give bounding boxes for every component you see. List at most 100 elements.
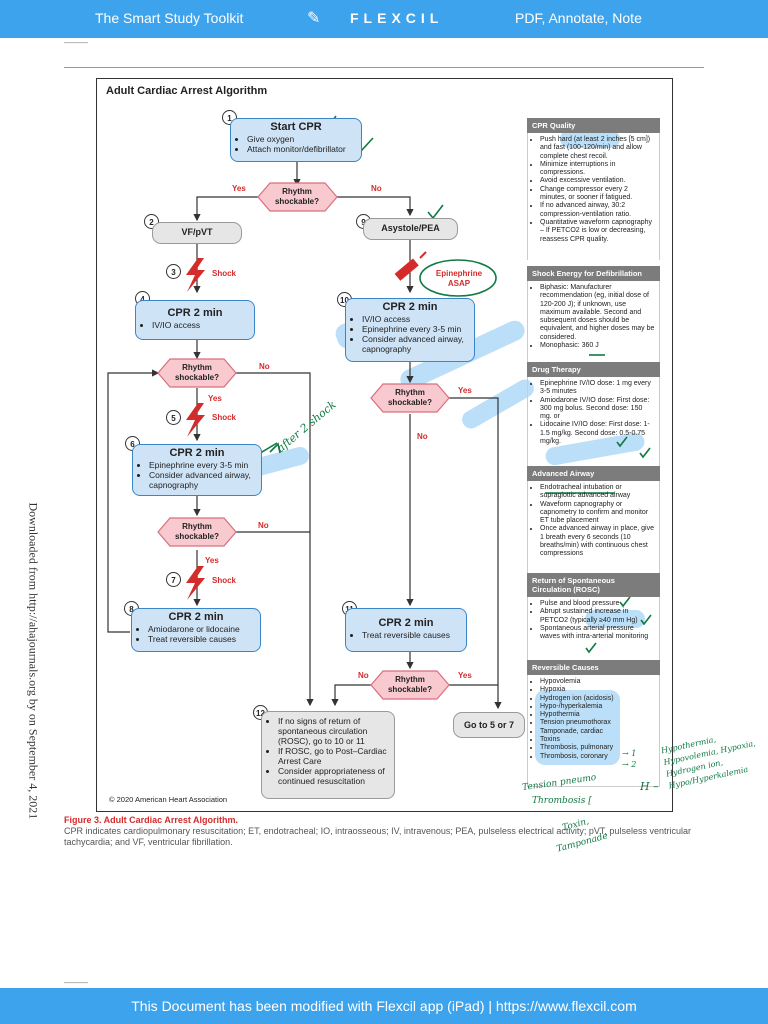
panel-rosc: Return of Spontaneous Circulation (ROSC)… — [527, 573, 660, 663]
panel-item: Amiodarone IV/IO dose: First dose: 300 m… — [540, 397, 655, 422]
shock-label: Shock — [212, 576, 237, 585]
go-to-box: Go to 5 or 7 — [453, 712, 525, 738]
panel-item: Lidocaine IV/IO dose: First dose: 1-1.5 … — [540, 421, 655, 446]
cpr-box: CPR 2 min Epinephrine every 3-5 min Cons… — [132, 444, 262, 496]
cut-header-line: ——— — [64, 38, 88, 47]
figure-caption: Figure 3. Adult Cardiac Arrest Algorithm… — [64, 815, 714, 848]
panel-advanced-airway: Advanced Airway Endotracheal intubation … — [527, 466, 660, 579]
highlight-stroke — [585, 610, 645, 628]
cpr-box: CPR 2 min IV/IO access Epinephrine every… — [345, 298, 475, 362]
panel-title: Drug Therapy — [527, 362, 660, 377]
step-item: Give oxygen — [247, 134, 355, 144]
no-label: No — [371, 184, 382, 193]
header-rule — [64, 67, 704, 68]
decision-text: Rhythm shockable? — [387, 675, 432, 694]
step-item: Amiodarone or lidocaine — [148, 624, 254, 634]
panel-title: Reversible Causes — [527, 660, 660, 675]
flexcil-logo-text: FLEXCIL — [350, 10, 444, 26]
panel-item: Hypo-/hyperkalemia — [540, 703, 655, 711]
step-title: CPR 2 min — [167, 307, 223, 319]
checkmark-icon — [640, 614, 652, 626]
banner-features: PDF, Annotate, Note — [515, 10, 642, 26]
no-label: No — [358, 671, 369, 680]
step-number: 7 — [166, 572, 181, 587]
cut-footer-line: ——— — [64, 978, 88, 987]
panel-item: Hydrogen ion (acidosis) — [540, 695, 655, 703]
checkmark-icon — [616, 436, 628, 448]
yes-label: Yes — [458, 671, 472, 680]
yes-label: Yes — [205, 556, 219, 565]
panel-title: Return of Spontaneous Circulation (ROSC) — [527, 573, 660, 597]
vf-pvt-box: VF/pVT — [152, 222, 242, 244]
panel-item: Minimize interruptions in compressions. — [540, 161, 655, 178]
panel-item: Toxins — [540, 736, 655, 744]
step-title: CPR 2 min — [382, 301, 438, 313]
step-item: If no signs of return of spontaneous cir… — [278, 716, 388, 746]
step-item: If ROSC, go to Post–Cardiac Arrest Care — [278, 746, 388, 766]
panel-item: Hypothermia — [540, 711, 655, 719]
decision-text: Rhythm shockable? — [174, 522, 219, 541]
step-item: Consider appropriateness of continued re… — [278, 766, 388, 786]
panel-item: Quantitative waveform capnography – If P… — [540, 219, 655, 244]
start-cpr-box: Start CPR Give oxygen Attach monitor/def… — [230, 118, 362, 162]
epinephrine-circle — [419, 259, 497, 297]
step-item: Attach monitor/defibrillator — [247, 144, 355, 154]
panel-item: Abrupt sustained increase in PETCO2 (typ… — [540, 608, 655, 625]
checkmark-icon — [639, 447, 651, 459]
decision-text: Rhythm shockable? — [387, 388, 432, 407]
algorithm-title: Adult Cardiac Arrest Algorithm — [106, 85, 268, 97]
panel-item: Waveform capnography or capnometry to co… — [540, 501, 655, 526]
lightning-bolt-icon — [186, 258, 205, 292]
panel-title: Advanced Airway — [527, 466, 660, 481]
handwritten-note: H – — [640, 780, 659, 793]
step-title: Start CPR — [270, 121, 322, 133]
panel-cpr-quality: CPR Quality Push hard (at least 2 inches… — [527, 118, 660, 260]
panel-item: Change compressor every 2 minutes, or so… — [540, 186, 655, 203]
panel-item: Push hard (at least 2 inches [5 cm]) and… — [540, 136, 655, 161]
step-number: 5 — [166, 410, 181, 425]
caption-text: CPR indicates cardiopulmonary resuscitat… — [64, 826, 691, 847]
no-label: No — [258, 521, 269, 530]
step-title: CPR 2 min — [168, 611, 224, 623]
step-item: Epinephrine every 3-5 min — [149, 460, 255, 470]
decision-diamond — [257, 182, 338, 212]
lightning-bolt-icon — [186, 403, 205, 437]
decision-diamond — [157, 517, 237, 547]
syringe-icon — [394, 251, 427, 281]
step-item: IV/IO access — [152, 320, 248, 330]
cpr-box: CPR 2 min IV/IO access — [135, 300, 255, 340]
panel-item: Endotracheal intubation or supraglottic … — [540, 484, 655, 501]
highlight-stroke — [535, 690, 620, 765]
panel-item: If no advanced airway, 30:2 compression-… — [540, 202, 655, 219]
panel-reversible-causes: Reversible Causes Hypovolemia Hypoxia Hy… — [527, 660, 660, 787]
panel-title: Shock Energy for Defibrillation — [527, 266, 660, 281]
flexcil-top-banner: The Smart Study Toolkit ✎ FLEXCIL PDF, A… — [0, 0, 768, 38]
shock-label: Shock — [212, 413, 237, 422]
step-item: Epinephrine every 3-5 min — [362, 324, 468, 334]
checkmark-icon — [427, 204, 444, 220]
panel-item: Thrombosis, coronary — [540, 753, 655, 761]
panel-item: Monophasic: 360 J — [540, 342, 655, 350]
step-item: Treat reversible causes — [362, 630, 460, 640]
cpr-box: CPR 2 min Treat reversible causes — [345, 608, 467, 652]
step-number: 3 — [166, 264, 181, 279]
decision-diamond — [157, 358, 237, 388]
panel-item: Biphasic: Manufacturer recommendation (e… — [540, 284, 655, 342]
handwritten-note: → 2 — [622, 760, 637, 769]
lightning-bolt-icon — [186, 566, 205, 600]
no-label: No — [259, 362, 270, 371]
asystole-pea-box: Asystole/PEA — [363, 218, 458, 240]
copyright: © 2020 American Heart Association — [109, 795, 228, 804]
panel-item: Spontaneous arterial pressure waves with… — [540, 625, 655, 642]
panel-item: Avoid excessive ventilation. — [540, 177, 655, 185]
panel-item: Pulse and blood pressure — [540, 600, 655, 608]
step-item: IV/IO access — [362, 314, 468, 324]
epinephrine-asap-label: Epinephrine ASAP — [435, 269, 483, 288]
step-12-box: If no signs of return of spontaneous cir… — [261, 711, 395, 799]
banner-tagline: The Smart Study Toolkit — [95, 10, 244, 26]
panel-title: CPR Quality — [527, 118, 660, 133]
step-item: Consider advanced airway, capnography — [362, 334, 468, 354]
caption-title: Figure 3. Adult Cardiac Arrest Algorithm… — [64, 815, 239, 825]
step-title: CPR 2 min — [378, 617, 434, 629]
